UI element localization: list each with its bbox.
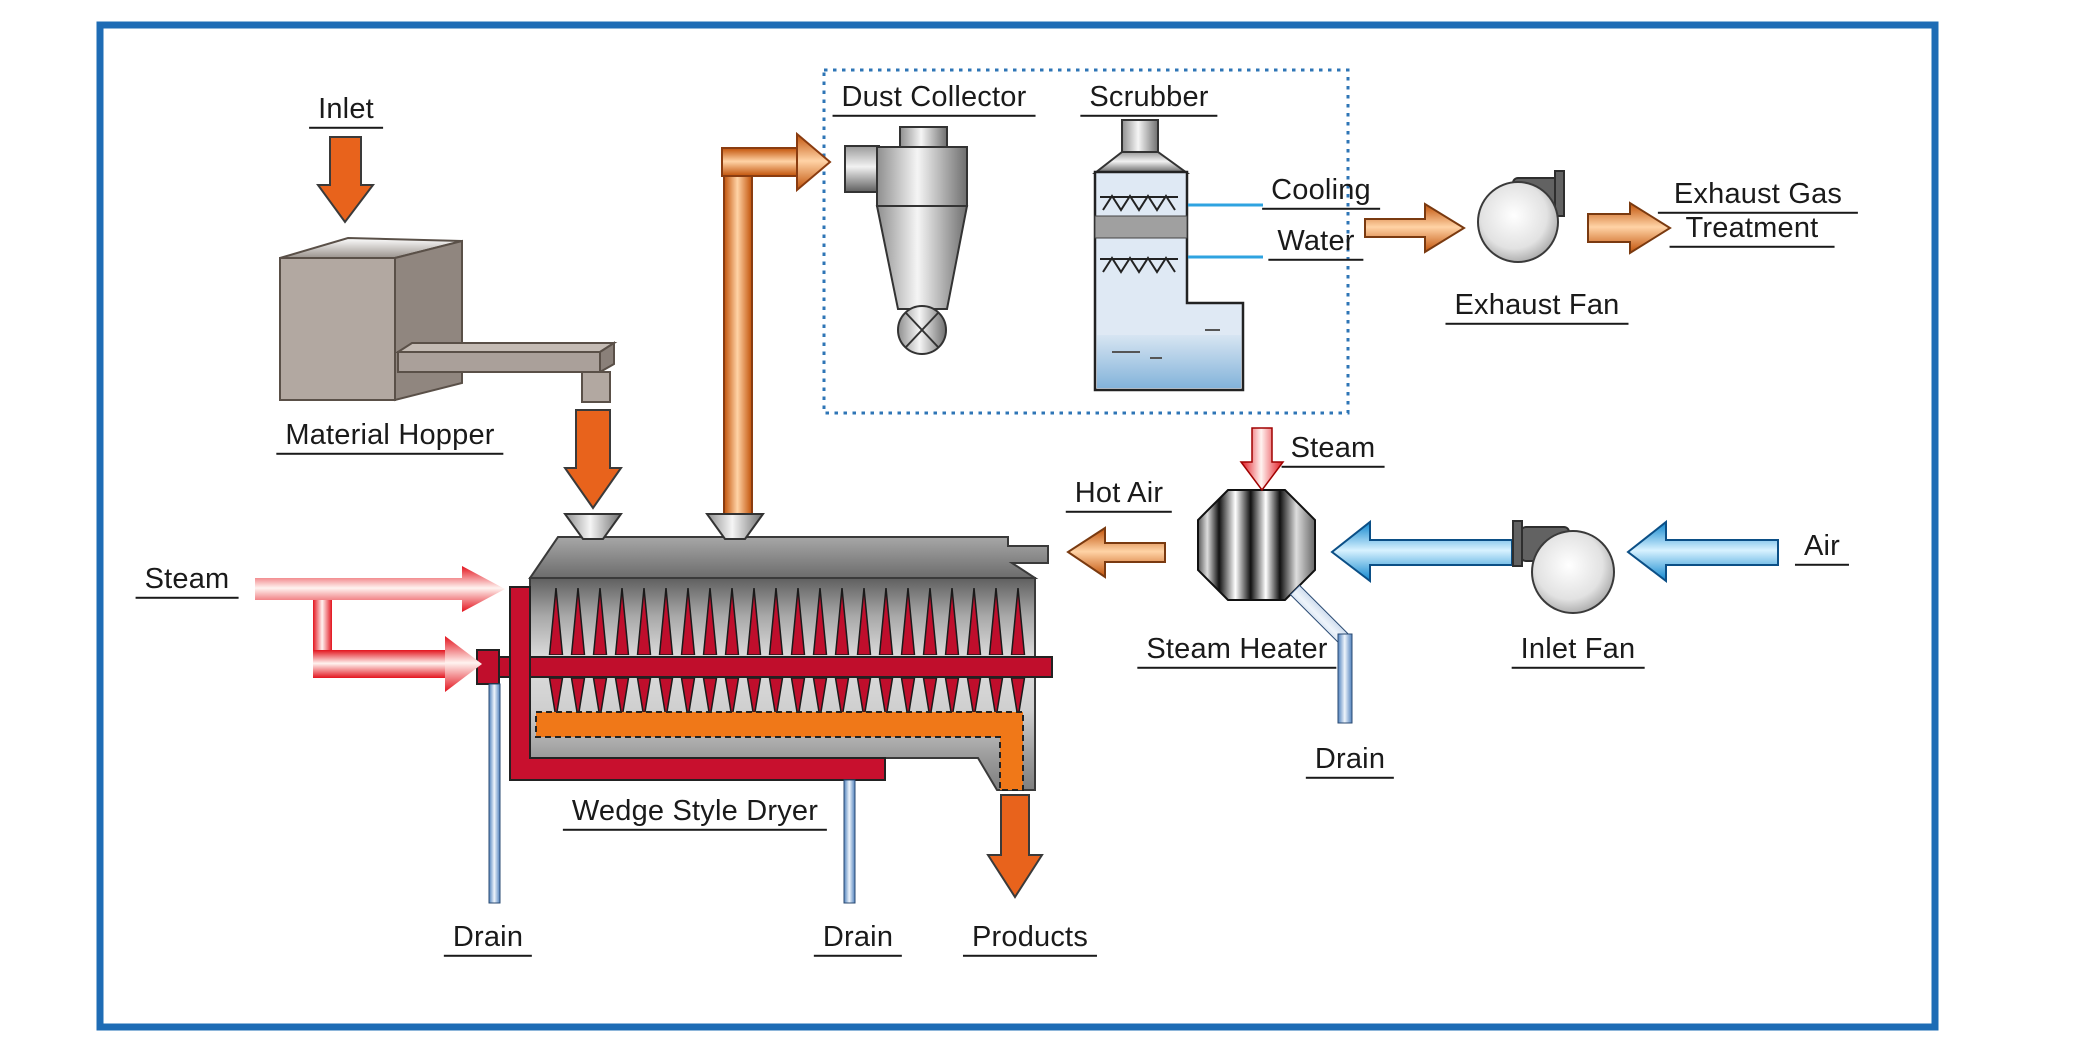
scrubber-tower — [1092, 119, 1263, 392]
inlet-fan — [1512, 520, 1615, 614]
hot-air-arrow — [1066, 526, 1166, 579]
exhaust-gas-label: Exhaust Gas — [1657, 178, 1859, 215]
hot-air-label: Hot Air — [1065, 477, 1173, 514]
steam-supply-lines — [255, 566, 505, 692]
steam-heater-body — [1197, 489, 1316, 601]
scrubber-outlet-stub — [1121, 119, 1159, 154]
cyclone-outlet-stub — [899, 126, 948, 150]
steam-supply-arrow-lower — [445, 636, 482, 692]
water-label: Water — [1268, 225, 1364, 262]
drain-pipe-right — [843, 779, 856, 904]
fan-to-heater-air-arrow — [1330, 519, 1513, 584]
exhaust-fan-label: Exhaust Fan — [1445, 289, 1629, 326]
cyclone-inlet-stub — [844, 145, 880, 193]
treatment-label: Treatment — [1669, 212, 1835, 249]
rotor-shaft-end-cap — [476, 649, 500, 685]
spray-zigzag-upper — [1102, 194, 1176, 212]
hopper-side-face — [394, 239, 463, 402]
product-duct — [535, 711, 1024, 791]
dust-collector-cyclone — [844, 126, 969, 355]
heater-steam-arrow — [1239, 427, 1285, 492]
dryer-exhaust-funnel — [705, 513, 765, 540]
inlet-arrow — [316, 136, 376, 224]
dryer-inlet-funnel — [563, 513, 623, 540]
inlet-fan-impeller — [1531, 530, 1615, 614]
drain-left-label: Drain — [443, 921, 533, 958]
wedge-blades-upper — [545, 588, 1029, 655]
fan-to-treatment-arrow — [1587, 201, 1672, 255]
wedge-dryer-label: Wedge Style Dryer — [562, 795, 828, 832]
steam-supply-label: Steam — [135, 563, 239, 600]
diagram-border — [96, 21, 1939, 1031]
hopper-drop-tube — [581, 371, 611, 403]
material-hopper — [279, 236, 618, 403]
exhaust-duct-arrowhead — [796, 131, 832, 193]
inlet-label: Inlet — [309, 93, 383, 130]
cyclone-barrel — [876, 146, 968, 207]
cooling-label: Cooling — [1262, 174, 1380, 211]
dust-collector-label: Dust Collector — [832, 81, 1036, 118]
heater-drain-pipe — [1289, 584, 1353, 724]
inlet-fan-label: Inlet Fan — [1511, 633, 1645, 670]
heater-steam-label: Steam — [1281, 432, 1385, 469]
scrubber-to-fan-arrow — [1364, 202, 1466, 254]
air-label: Air — [1794, 530, 1850, 567]
scrubber-shoulder — [1092, 151, 1191, 174]
scrubber-tray — [1094, 215, 1188, 239]
scrubber-label: Scrubber — [1080, 81, 1218, 118]
products-label: Products — [962, 921, 1098, 958]
hopper-front-face — [279, 257, 396, 401]
dryer-top-face — [528, 536, 1049, 579]
steam-supply-arrow-upper — [255, 566, 505, 612]
steam-jacket — [509, 586, 886, 781]
products-arrow — [986, 794, 1044, 899]
dust-collection-boundary-box — [822, 68, 1350, 415]
exhaust-fan — [1477, 170, 1565, 263]
heater-drain-label: Drain — [1305, 743, 1395, 780]
drain-pipe-left — [488, 683, 501, 904]
drain-right-label: Drain — [813, 921, 903, 958]
dryer-exhaust-duct — [721, 131, 832, 518]
material-hopper-label: Material Hopper — [276, 419, 504, 456]
cyclone-cone — [875, 205, 969, 310]
rotor-shaft — [476, 656, 1053, 678]
material-feed-arrow — [563, 409, 623, 510]
wedge-style-dryer — [476, 513, 1053, 791]
exhaust-fan-impeller — [1477, 181, 1559, 263]
steam-heater-label: Steam Heater — [1137, 633, 1337, 670]
air-intake-arrow — [1626, 519, 1779, 584]
spray-zigzag-lower — [1102, 256, 1176, 274]
scrubber-water — [1097, 335, 1241, 388]
